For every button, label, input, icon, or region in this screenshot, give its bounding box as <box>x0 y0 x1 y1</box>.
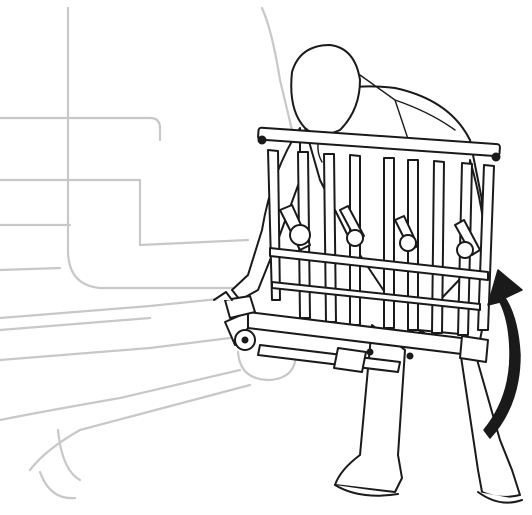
vehicle-rear-outline <box>0 8 296 498</box>
